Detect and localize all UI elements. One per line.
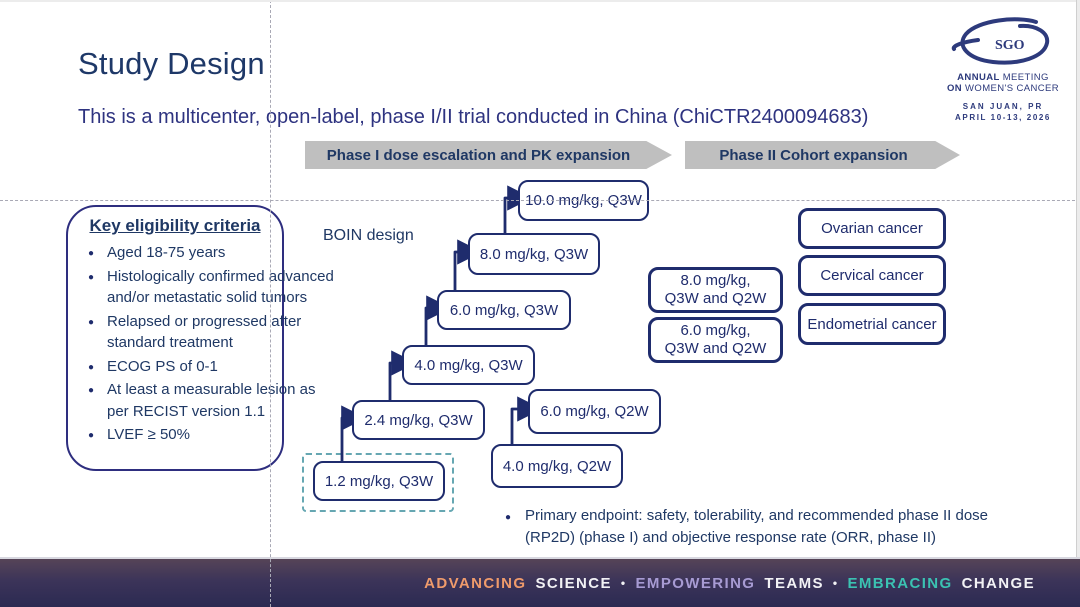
eligibility-item: LVEF ≥ 50%: [86, 424, 336, 446]
boin-design-label: BOIN design: [323, 227, 414, 244]
bullet-icon: ●: [505, 512, 512, 523]
primary-endpoint-text: Primary endpoint: safety, tolerability, …: [525, 507, 989, 546]
eligibility-item: Histologically confirmed advanced and/or…: [86, 266, 336, 309]
eligibility-item: Relapsed or progressed after standard tr…: [86, 311, 336, 354]
dose-box-1-2-q3w: 1.2 mg/kg, Q3W: [313, 461, 445, 501]
phase2-dose-line: 6.0 mg/kg,: [680, 322, 751, 339]
logo-city: SAN JUAN, PR: [962, 102, 1044, 111]
dose-box-8-0-q3w: 8.0 mg/kg, Q3W: [468, 233, 600, 275]
phase2-dose-box-6-0: 6.0 mg/kg, Q3W and Q2W: [648, 317, 783, 363]
dose-box-4-0-q2w: 4.0 mg/kg, Q2W: [491, 444, 623, 488]
slide-subtitle: This is a multicenter, open-label, phase…: [78, 106, 869, 128]
eligibility-item: At least a measurable lesion as per RECI…: [86, 379, 336, 422]
horizontal-guide-line: [0, 200, 1080, 201]
eligibility-criteria-box: Key eligibility criteria Aged 18-75 year…: [66, 205, 334, 471]
footer-word-science: SCIENCE: [535, 574, 612, 592]
eligibility-item: ECOG PS of 0-1: [86, 356, 336, 377]
logo-meeting-line1: ANNUAL MEETING: [957, 72, 1049, 83]
phase2-dose-box-8-0: 8.0 mg/kg, Q3W and Q2W: [648, 267, 783, 313]
phase2-dose-line: 8.0 mg/kg,: [680, 272, 751, 289]
phase2-banner: Phase II Cohort expansion: [685, 141, 960, 169]
footer-dot-icon: •: [620, 576, 627, 590]
footer-word-change: CHANGE: [961, 574, 1035, 592]
cohort-box-cervical: Cervical cancer: [798, 255, 946, 296]
slide-right-edge: [1076, 0, 1080, 557]
eligibility-list: Aged 18-75 years Histologically confirme…: [68, 242, 336, 446]
dose-box-2-4-q3w: 2.4 mg/kg, Q3W: [352, 400, 485, 440]
footer-word-advancing: ADVANCING: [424, 574, 527, 592]
vertical-guide-line: [270, 0, 271, 607]
starting-dose-dashed-outline: [302, 453, 454, 512]
footer-dot-icon: •: [832, 576, 839, 590]
phase2-dose-line: Q3W and Q2W: [664, 340, 767, 357]
primary-endpoint: ● Primary endpoint: safety, tolerability…: [503, 505, 993, 549]
dose-box-6-0-q3w: 6.0 mg/kg, Q3W: [437, 290, 571, 330]
logo-date: APRIL 10-13, 2026: [955, 113, 1051, 122]
page-title: Study Design: [78, 46, 265, 81]
sgo-logo: SGO ANNUAL MEETING ON WOMEN'S CANCER SAN…: [938, 16, 1068, 122]
svg-text:SGO: SGO: [995, 38, 1025, 53]
footer-word-teams: TEAMS: [764, 574, 824, 592]
cohort-box-ovarian: Ovarian cancer: [798, 208, 946, 249]
eligibility-item: Aged 18-75 years: [86, 242, 336, 264]
footer-word-embracing: EMBRACING: [847, 574, 953, 592]
dose-box-4-0-q3w: 4.0 mg/kg, Q3W: [402, 345, 535, 385]
eligibility-title: Key eligibility criteria: [89, 216, 261, 235]
sgo-swirl-icon: SGO: [951, 17, 1050, 65]
footer-banner: ADVANCING SCIENCE • EMPOWERING TEAMS • E…: [0, 557, 1080, 607]
logo-meeting-line2: ON WOMEN'S CANCER: [946, 83, 1060, 94]
cohort-box-endometrial: Endometrial cancer: [798, 303, 946, 345]
phase1-banner: Phase I dose escalation and PK expansion: [305, 141, 672, 169]
phase2-dose-line: Q3W and Q2W: [664, 290, 767, 307]
slide-top-edge: [0, 0, 1080, 2]
dose-box-6-0-q2w: 6.0 mg/kg, Q2W: [528, 389, 661, 434]
footer-word-empowering: EMPOWERING: [635, 574, 756, 592]
